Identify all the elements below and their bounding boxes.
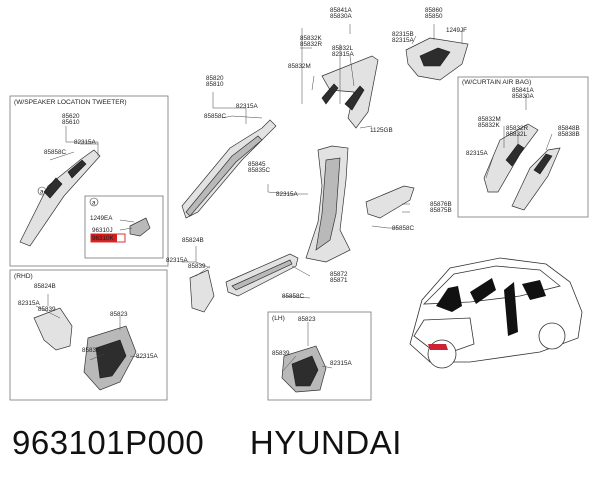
part-label: 85620: [62, 113, 80, 120]
inset-a-frame: [84, 195, 164, 259]
part-label: 85832K: [478, 122, 501, 129]
inset-a-label: a: [92, 200, 96, 207]
part-label: 1125GB: [370, 127, 393, 134]
curtain-panel-frame: [457, 76, 589, 218]
part-label: 85858C: [392, 225, 415, 232]
part-label: 85858C: [282, 293, 305, 300]
part-label: 82315A: [236, 103, 259, 110]
part-label: 82315A: [332, 51, 355, 58]
a-pillar-trim-edge: [185, 135, 263, 217]
curtain-b-pillar-insert: [505, 143, 525, 167]
part-label: 82315A: [466, 150, 489, 157]
part-label: 82315A: [74, 139, 97, 146]
lh-panel-frame: [267, 311, 372, 401]
part-label: 85858C: [44, 149, 67, 156]
car-illustration: [409, 257, 583, 369]
callout-a-label: a: [40, 189, 44, 196]
part-label: 85830A: [512, 93, 535, 100]
speaker-panel-title: (W/SPEAKER LOCATION TWEETER): [14, 99, 127, 106]
part-label: 85871: [330, 277, 348, 284]
part-label: 85810: [206, 81, 224, 88]
rhd-cowl-side-trim: [33, 307, 73, 351]
part-label: 82315A: [166, 257, 189, 264]
part-label: 85832K: [300, 35, 323, 42]
rhd-kick-panel-grille: [95, 339, 127, 379]
part-label: 85841A: [512, 87, 535, 94]
highlighted-label-background: [91, 234, 117, 242]
part-label: 82315A: [330, 360, 353, 367]
part-label: 85824B: [34, 283, 56, 290]
part-label: 85832R: [300, 41, 323, 48]
part-label: 85845: [248, 161, 266, 168]
part-label: 85860: [425, 7, 443, 14]
part-label: 85832M: [478, 116, 501, 123]
part-label: 85835C: [248, 167, 271, 174]
center-pillar-lower-face: [315, 157, 341, 251]
part-label: 85832L: [506, 131, 528, 138]
part-label: 85823: [110, 311, 128, 318]
b-pillar-upper-trim: [321, 55, 379, 129]
part-label: 85610: [62, 119, 80, 126]
tweeter-grille: [43, 177, 63, 199]
part-label: 1249JF: [446, 27, 467, 34]
rhd-panel-frame: [9, 269, 168, 401]
part-label: 82315A: [18, 300, 41, 307]
parts-diagram: (W/SPEAKER LOCATION TWEETER) (W/CURTAIN …: [9, 7, 589, 401]
speaker-panel-frame: [9, 95, 169, 267]
part-label: 85872: [330, 271, 348, 278]
leader-lines: [35, 24, 553, 373]
part-label: 1249EA: [90, 215, 113, 222]
part-label: 85838B: [558, 131, 580, 138]
part-label: 85823: [298, 316, 316, 323]
part-label: 85839: [188, 263, 206, 270]
tweeter-grille-lower: [67, 159, 87, 179]
part-label: 85839: [272, 350, 290, 357]
part-label: 85832L: [332, 45, 354, 52]
part-label: 82315B: [392, 31, 414, 38]
rhd-panel-title: (RHD): [14, 273, 33, 280]
tweeter-speaker: [129, 217, 151, 237]
part-label: 85839: [82, 347, 100, 354]
curtain-c-pillar-insert: [533, 153, 553, 175]
lh-panel-title: (LH): [272, 315, 285, 322]
footer-brand: HYUNDAI: [249, 424, 402, 461]
quarter-trim-grille: [419, 47, 451, 67]
front-scuff-step: [231, 259, 293, 291]
rear-scuff-trim: [365, 185, 415, 219]
part-label: 85824B: [182, 237, 204, 244]
curtain-c-pillar-trim: [511, 147, 561, 211]
part-label: 96310J: [92, 227, 113, 234]
part-label: 82315A: [276, 191, 299, 198]
part-label: 85830A: [330, 13, 353, 20]
part-label: 85875B: [430, 207, 452, 214]
part-label: 85832M: [288, 63, 311, 70]
part-label: 85848B: [558, 125, 580, 132]
part-label: 85858C: [204, 113, 227, 120]
inset-a-circle: [89, 197, 99, 207]
part-label: 85876B: [430, 201, 452, 208]
part-label: 85839: [38, 306, 56, 313]
cowl-side-trim: [189, 269, 215, 313]
part-label: 85832R: [506, 125, 529, 132]
footer: 963101P000 HYUNDAI: [12, 424, 402, 462]
part-label: 85820: [206, 75, 224, 82]
b-pillar-upper-insert: [344, 85, 365, 111]
part-label-highlighted: 96310K: [92, 235, 115, 242]
footer-part-number: 963101P000: [12, 424, 205, 461]
speaker-a-pillar-trim: [19, 149, 101, 247]
part-label: 85841A: [330, 7, 353, 14]
lh-kick-panel-grille: [291, 355, 319, 387]
curtain-panel-title: (W/CURTAIN AIR BAG): [462, 79, 531, 86]
part-label: 82315A: [392, 37, 415, 44]
b-pillar-clip-insert: [321, 83, 339, 105]
part-label: 85850: [425, 13, 443, 20]
part-label: 82315A: [136, 353, 159, 360]
